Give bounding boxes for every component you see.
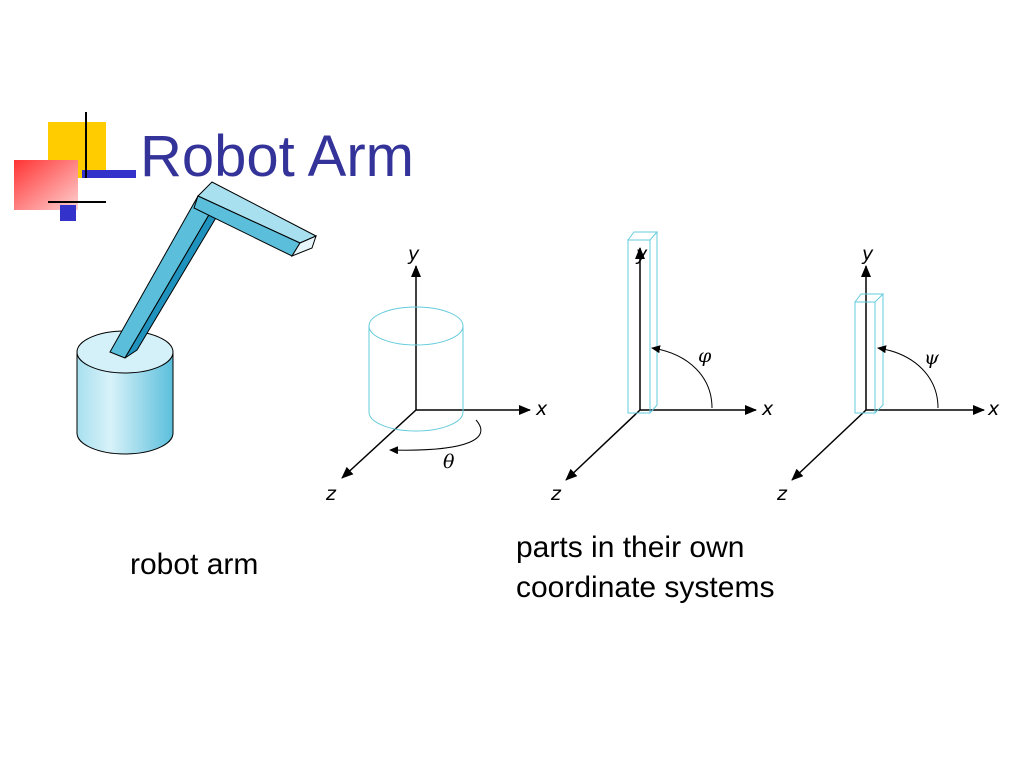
- robot-base-body: [76, 351, 174, 455]
- phi-angle-arc: [651, 345, 713, 409]
- angle-label-theta: θ: [443, 451, 455, 473]
- axis-label-x: x: [761, 398, 774, 420]
- axis-label-y: y: [407, 243, 420, 265]
- deco-blue-square: [60, 205, 76, 221]
- deco-blue-bar: [82, 170, 136, 178]
- axis-label-y: y: [635, 243, 648, 265]
- robot-arm-illustration: [76, 181, 318, 455]
- angle-label-phi: φ: [698, 345, 712, 367]
- axis-label-z: z: [776, 483, 788, 505]
- lower-arm-wireframe-box: [627, 231, 659, 414]
- base-coordinate-system: y x z θ: [325, 243, 548, 505]
- caption-parts-coordinate-systems: parts in their own coordinate systems: [516, 531, 775, 604]
- theta-rotation-arrow: [389, 419, 482, 455]
- robot-upper-arm-end: [290, 235, 317, 258]
- axis-label-x: x: [987, 398, 1000, 420]
- angle-label-psi: ψ: [924, 347, 940, 369]
- axis-label-y: y: [861, 243, 874, 265]
- robot-lower-arm-side: [124, 205, 225, 359]
- robot-lower-arm-front: [109, 195, 214, 359]
- title-decoration: [14, 112, 136, 221]
- caption-robot-arm: robot arm: [130, 548, 259, 581]
- lower-arm-coordinate-system: y x z φ: [550, 231, 774, 505]
- psi-angle-arc: [877, 345, 939, 409]
- upper-arm-wireframe-box: [854, 293, 885, 414]
- axis-label-z: z: [550, 483, 562, 505]
- axis-label-x: x: [535, 398, 548, 420]
- slide-title: Robot Arm: [140, 124, 414, 189]
- axis-label-z: z: [325, 483, 337, 505]
- upper-arm-coordinate-system: y x z ψ: [776, 243, 1000, 505]
- base-wireframe-cylinder: [368, 306, 464, 432]
